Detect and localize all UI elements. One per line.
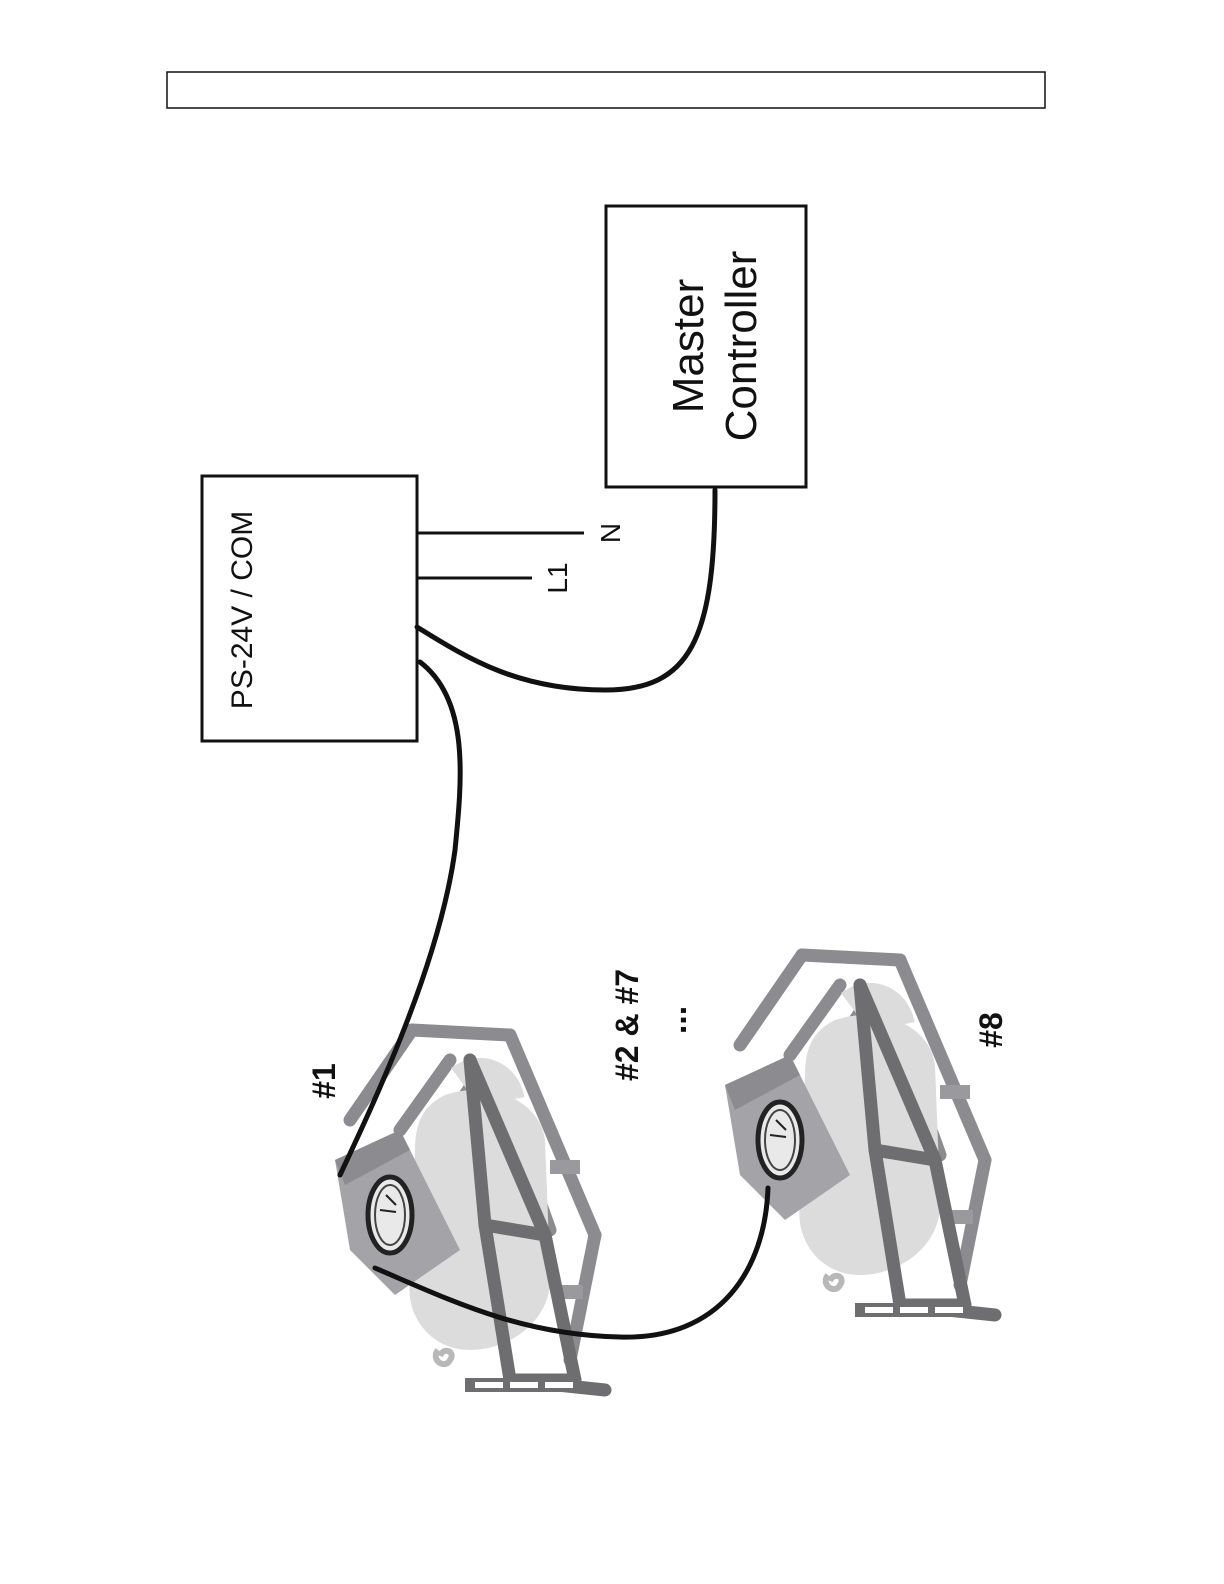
power-supply-label: PS-24V / COM [226, 511, 259, 709]
unit-1-label: #1 [306, 1063, 342, 1099]
master-controller-label-line2: Controller [717, 251, 766, 442]
unit-8-label: #8 [973, 1012, 1009, 1048]
ellipsis-label: ... [656, 1006, 694, 1034]
master-controller-label-line1: Master [664, 279, 713, 413]
actuator-8 [725, 955, 995, 1317]
air-compressor-actuator-icon [335, 1030, 605, 1392]
units-2-7-label: #2 & #7 [609, 969, 645, 1081]
air-compressor-actuator-icon [725, 955, 995, 1317]
n-label: N [595, 523, 626, 543]
actuator-1 [335, 1030, 605, 1392]
l1-label: L1 [542, 562, 573, 593]
header-box [167, 72, 1045, 108]
